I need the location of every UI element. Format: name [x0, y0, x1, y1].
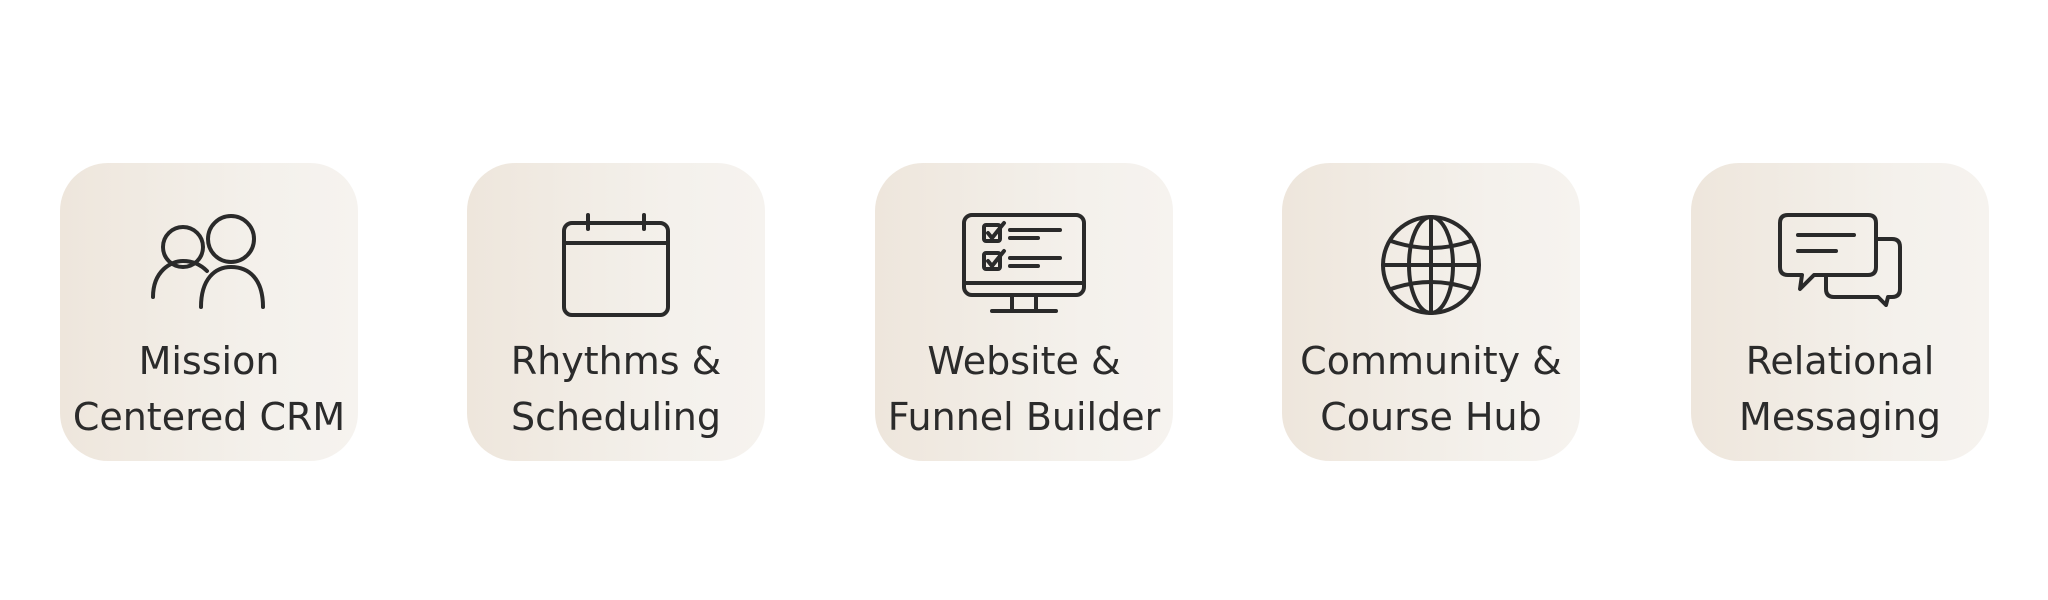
feature-label-line1: Community & — [1300, 339, 1562, 383]
feature-label-line2: Centered CRM — [72, 395, 346, 439]
feature-tile-scheduling: Rhythms & Scheduling — [467, 163, 765, 461]
feature-label-line1: Mission — [138, 339, 280, 383]
feature-label: Rhythms & Scheduling — [447, 333, 785, 445]
feature-label: Relational Messaging — [1671, 333, 2009, 445]
monitor-checklist-icon — [958, 209, 1090, 319]
feature-label-line2: Course Hub — [1320, 395, 1542, 439]
feature-label-line2: Messaging — [1739, 395, 1941, 439]
feature-label-line2: Funnel Builder — [887, 395, 1161, 439]
feature-tile-messaging: Relational Messaging — [1691, 163, 1989, 461]
feature-label-line1: Rhythms & — [510, 339, 722, 383]
feature-tile-crm: Mission Centered CRM — [60, 163, 358, 461]
feature-tile-website: Website & Funnel Builder — [875, 163, 1173, 461]
feature-tile-community: Community & Course Hub — [1282, 163, 1580, 461]
calendar-icon — [550, 209, 682, 319]
feature-label: Mission Centered CRM — [40, 333, 378, 445]
feature-label: Website & Funnel Builder — [855, 333, 1193, 445]
feature-label-line1: Website & — [927, 339, 1121, 383]
people-icon — [143, 209, 275, 319]
feature-label-line1: Relational — [1745, 339, 1935, 383]
chat-bubbles-icon — [1774, 209, 1906, 319]
feature-label-line2: Scheduling — [510, 395, 721, 439]
feature-label: Community & Course Hub — [1262, 333, 1600, 445]
globe-icon — [1365, 209, 1497, 319]
